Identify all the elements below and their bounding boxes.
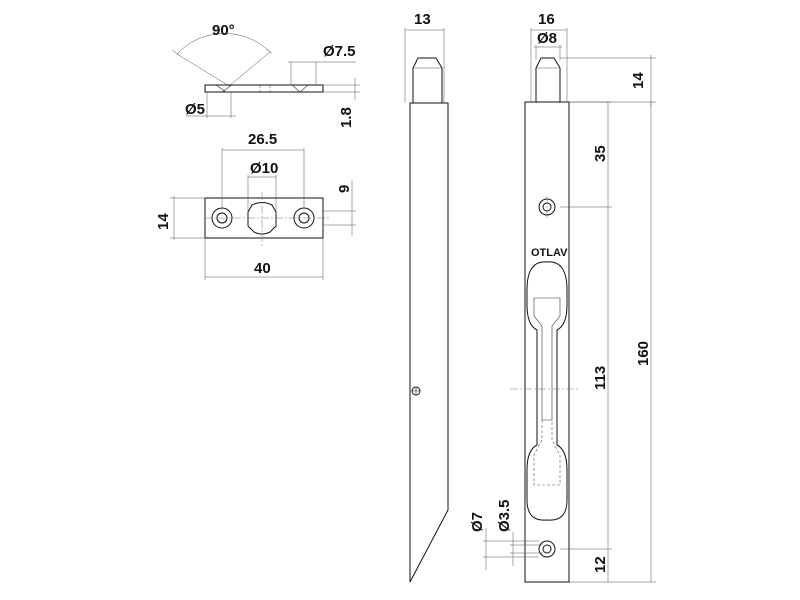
dim-16-label: 16: [538, 11, 555, 28]
dim-35-label: 35: [592, 145, 609, 162]
thickness-1-8-label: 1.8: [338, 107, 355, 128]
angle-90-label: 90°: [212, 22, 235, 39]
dim-14-bolt-label: 14: [630, 72, 647, 89]
strike-plate-front-view: [170, 148, 356, 280]
dia-8-label: Ø8: [537, 30, 557, 47]
dim-160-label: 160: [635, 341, 652, 366]
dia-5-label: Ø5: [185, 101, 205, 118]
dia-7-5-label: Ø7.5: [323, 43, 356, 60]
dia-10-label: Ø10: [250, 160, 278, 177]
dim-113-label: 113: [592, 366, 609, 390]
bolt-front-view: [483, 28, 656, 583]
dim-12-label: 12: [592, 556, 609, 573]
dim-40-label: 40: [254, 260, 271, 277]
otlav-brand-label: OTLAV: [531, 247, 568, 259]
dia-7-label: Ø7: [469, 512, 486, 532]
dim-14-plate-label: 14: [155, 213, 172, 230]
dia-3-5-label: Ø3.5: [496, 499, 513, 532]
dim-13-label: 13: [414, 11, 431, 28]
dim-9-label: 9: [336, 185, 353, 193]
dist-26-5-label: 26.5: [248, 131, 277, 148]
strike-plate-side-view: [171, 33, 360, 118]
bolt-side-view: [404, 28, 449, 583]
